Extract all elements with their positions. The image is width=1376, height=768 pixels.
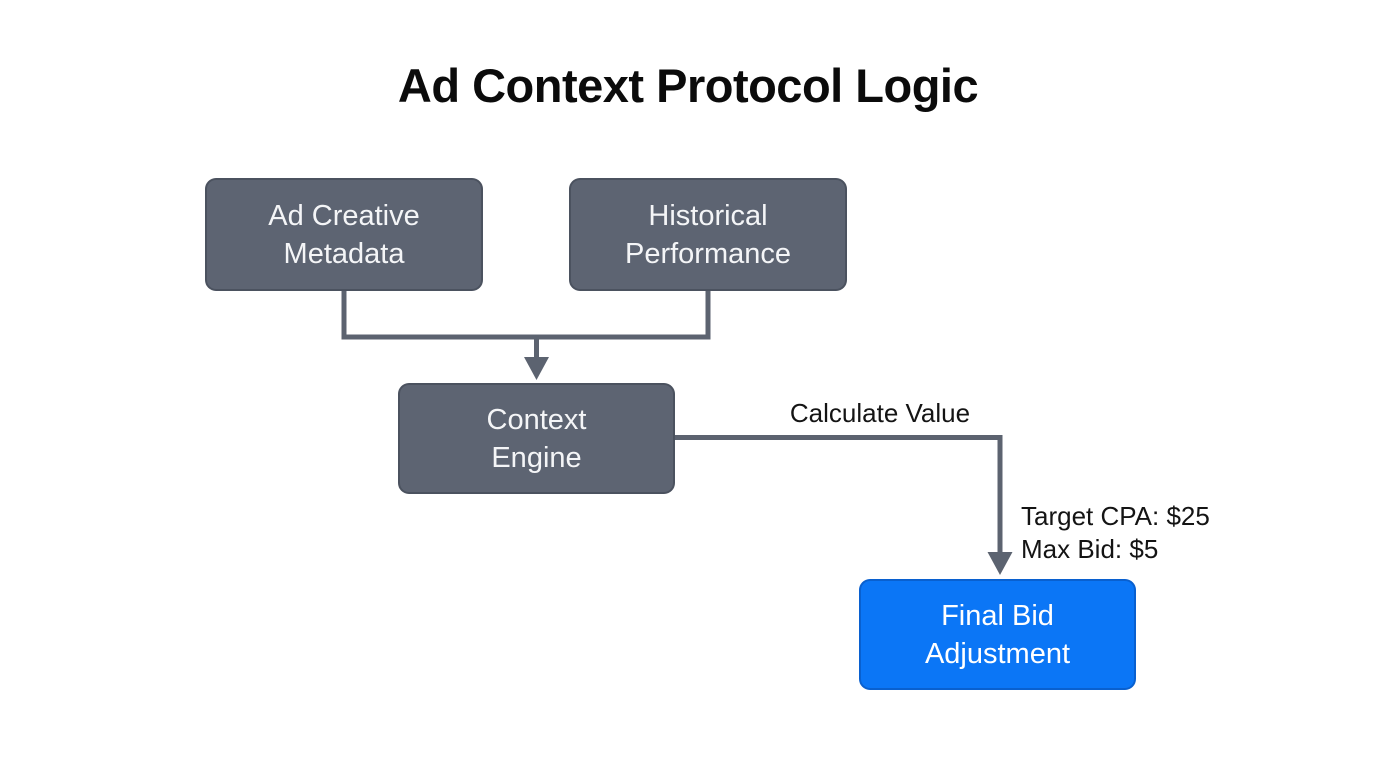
target-cpa-label: Target CPA: $25 (1021, 501, 1210, 531)
node-label-line: Final Bid (941, 599, 1054, 632)
node-label-line: Performance (624, 237, 791, 270)
node-label-line: Context (486, 403, 587, 436)
max-bid-label: Max Bid: $5 (1021, 534, 1159, 564)
bid-constraints-annotation: Target CPA: $25 Max Bid: $5 (1021, 500, 1210, 566)
calculate-value-arrowhead (987, 552, 1013, 575)
node-label-line: Ad Creative (268, 199, 420, 232)
node-label-line: Historical (648, 199, 768, 232)
node-ad-creative-metadata: Ad Creative Metadata (205, 178, 483, 291)
page-title: Ad Context Protocol Logic (397, 59, 979, 112)
merge-arrowhead (524, 357, 549, 380)
node-label-line: Engine (491, 441, 582, 474)
merge-bracket-connector (341, 291, 711, 340)
node-context-engine: Context Engine (398, 383, 675, 494)
node-final-bid-adjustment: Final Bid Adjustment (859, 579, 1136, 690)
node-label-line: Adjustment (924, 637, 1071, 670)
node-label-line: Metadata (283, 237, 405, 270)
calculate-value-connector (675, 435, 1003, 554)
node-historical-performance: Historical Performance (569, 178, 847, 291)
edge-label-calculate-value: Calculate Value (789, 398, 971, 428)
